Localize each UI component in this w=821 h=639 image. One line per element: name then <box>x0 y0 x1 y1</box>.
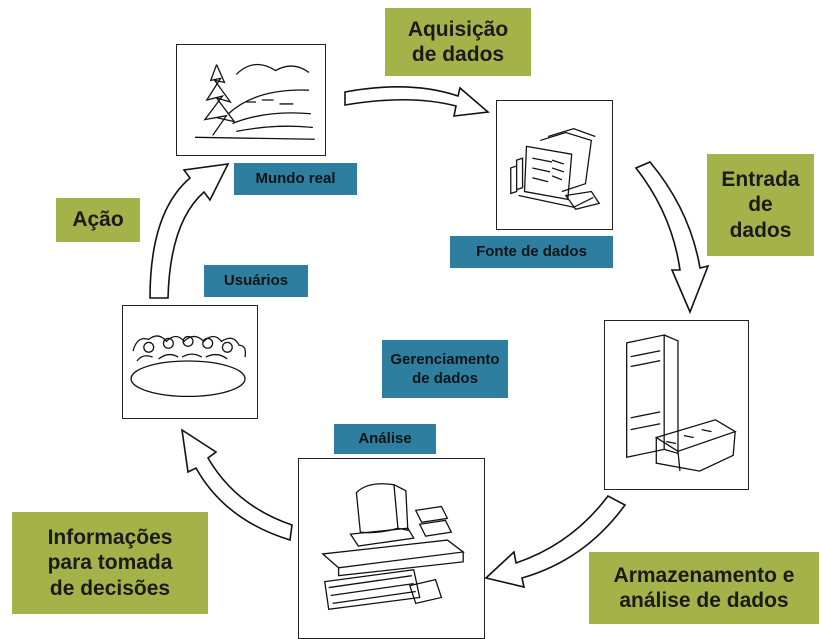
workstation-picture <box>298 458 485 639</box>
node-analise-text: Análise <box>358 430 412 448</box>
stage-armazenamento: Armazenamento e análise de dados <box>589 552 819 624</box>
arrow-storage <box>484 494 627 589</box>
stage-entrada-text: Entrada de dados <box>721 168 800 242</box>
stage-acao-text: Ação <box>72 208 124 232</box>
data-sources-icon <box>510 127 601 210</box>
users-meeting-picture <box>122 305 258 419</box>
arrow-action <box>149 163 230 299</box>
node-mundo-real-text: Mundo real <box>255 170 336 188</box>
node-analise: Análise <box>334 424 436 454</box>
node-gerenciamento-text: Gerenciamento de dados <box>390 350 500 388</box>
landscape-picture <box>176 44 326 156</box>
stage-informacoes-text: Informações para tomada de decisões <box>47 526 173 600</box>
users-meeting-icon <box>130 335 247 398</box>
stage-aquisicao-text: Aquisição de dados <box>407 17 509 66</box>
computer-storage-icon <box>626 334 737 472</box>
node-gerenciamento: Gerenciamento de dados <box>382 340 508 398</box>
node-fonte-de-dados: Fonte de dados <box>450 236 613 268</box>
arrow-acquisition <box>344 86 490 117</box>
arrow-input <box>634 161 710 315</box>
computer-storage-picture <box>604 320 749 490</box>
node-usuarios-text: Usuários <box>223 272 289 290</box>
stage-aquisicao: Aquisição de dados <box>385 8 531 76</box>
landscape-icon <box>195 64 315 140</box>
stage-armazenamento-text: Armazenamento e análise de dados <box>613 563 795 612</box>
stage-entrada: Entrada de dados <box>707 154 814 256</box>
node-usuarios: Usuários <box>204 265 308 297</box>
stage-acao: Ação <box>56 198 140 242</box>
node-fonte-de-dados-text: Fonte de dados <box>476 243 587 261</box>
node-mundo-real: Mundo real <box>234 163 357 195</box>
arrow-information <box>180 428 293 542</box>
stage-informacoes: Informações para tomada de decisões <box>12 512 208 614</box>
data-sources-picture <box>496 100 613 230</box>
workstation-icon <box>321 483 465 611</box>
